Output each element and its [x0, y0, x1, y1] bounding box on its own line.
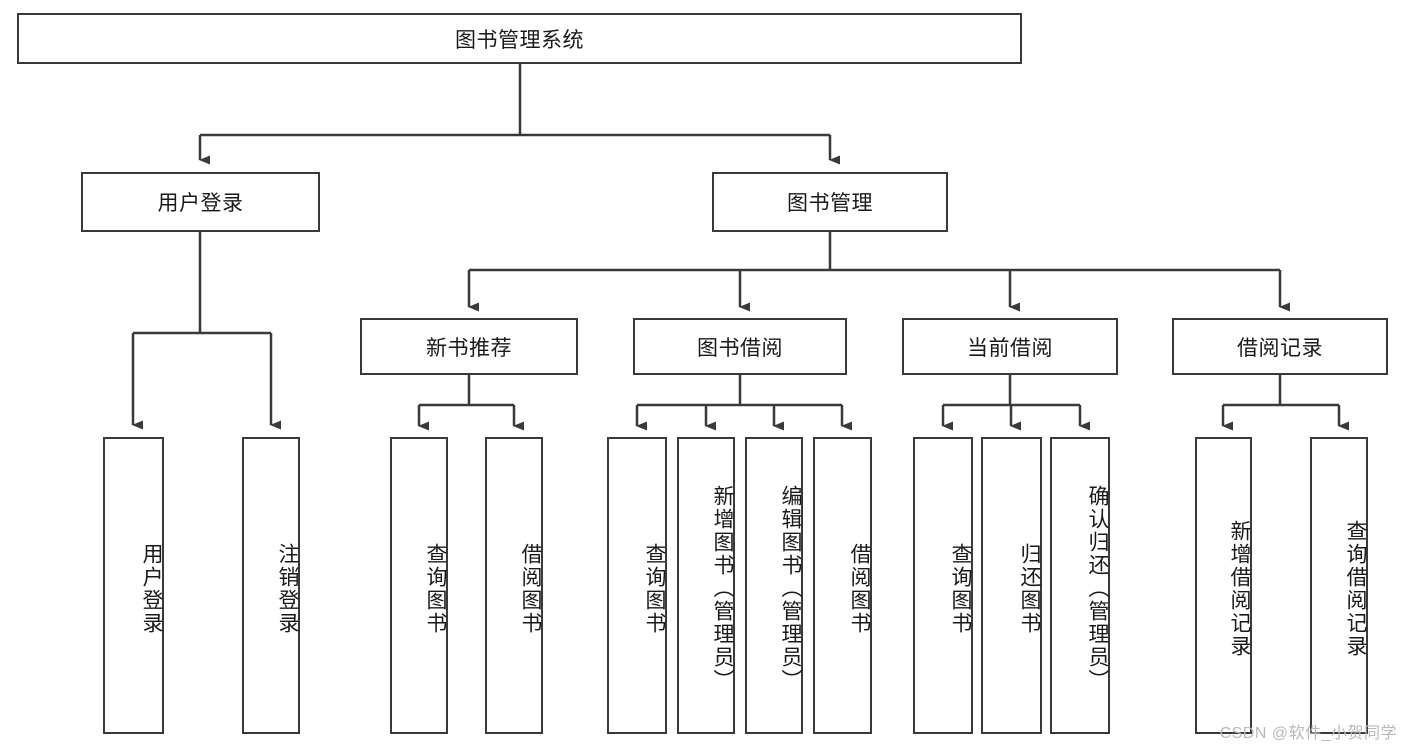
node-leaf-add-book[interactable]: 新增图书（管理员）: [677, 437, 735, 734]
csdn-watermark: CSDN @软件_小贺同学: [1219, 725, 1397, 742]
node-label: 查询借阅记录: [1344, 519, 1367, 658]
node-leaf-borrow-book-2[interactable]: 借阅图书: [813, 437, 872, 734]
node-label: 新书推荐: [426, 336, 512, 360]
node-leaf-query-borrow-record[interactable]: 查询借阅记录: [1310, 437, 1368, 734]
node-label: 当前借阅: [967, 336, 1053, 360]
node-book-borrow[interactable]: 图书借阅: [633, 318, 847, 375]
node-label: 编辑图书（管理员）: [779, 485, 802, 692]
node-label: 新增图书（管理员）: [711, 485, 734, 692]
node-leaf-edit-book[interactable]: 编辑图书（管理员）: [745, 437, 803, 734]
node-label: 借阅图书: [519, 542, 542, 635]
node-book-manage[interactable]: 图书管理: [712, 172, 948, 232]
node-label: 归还图书: [1018, 542, 1041, 635]
node-label: 图书管理系统: [455, 28, 584, 52]
node-label: 注销登录: [276, 542, 299, 635]
node-label: 查询图书: [643, 542, 666, 635]
node-leaf-query-book-1[interactable]: 查询图书: [390, 437, 448, 734]
node-leaf-return-book[interactable]: 归还图书: [981, 437, 1042, 734]
node-label: 查询图书: [424, 542, 447, 635]
node-label: 查询图书: [949, 542, 972, 635]
node-new-book-recommend[interactable]: 新书推荐: [360, 318, 578, 375]
node-current-borrow[interactable]: 当前借阅: [902, 318, 1118, 375]
node-label: 图书借阅: [697, 336, 783, 360]
node-label: 借阅图书: [848, 542, 871, 635]
node-label: 用户登录: [157, 192, 244, 215]
node-leaf-borrow-book-1[interactable]: 借阅图书: [485, 437, 543, 734]
node-leaf-query-book-2[interactable]: 查询图书: [607, 437, 667, 734]
node-leaf-confirm-return[interactable]: 确认归还（管理员）: [1050, 437, 1110, 734]
node-borrow-record[interactable]: 借阅记录: [1172, 318, 1388, 375]
node-label: 确认归还（管理员）: [1086, 485, 1109, 692]
node-leaf-query-book-3[interactable]: 查询图书: [913, 437, 973, 734]
node-root-book-management-system[interactable]: 图书管理系统: [17, 13, 1022, 64]
node-label: 用户登录: [140, 542, 163, 635]
node-leaf-logout-login[interactable]: 注销登录: [242, 437, 300, 734]
node-leaf-user-login[interactable]: 用户登录: [103, 437, 164, 734]
node-label: 图书管理: [787, 192, 873, 215]
node-leaf-add-borrow-record[interactable]: 新增借阅记录: [1195, 437, 1252, 734]
node-user-login[interactable]: 用户登录: [81, 172, 320, 232]
node-label: 借阅记录: [1237, 336, 1323, 360]
node-label: 新增借阅记录: [1228, 519, 1251, 658]
